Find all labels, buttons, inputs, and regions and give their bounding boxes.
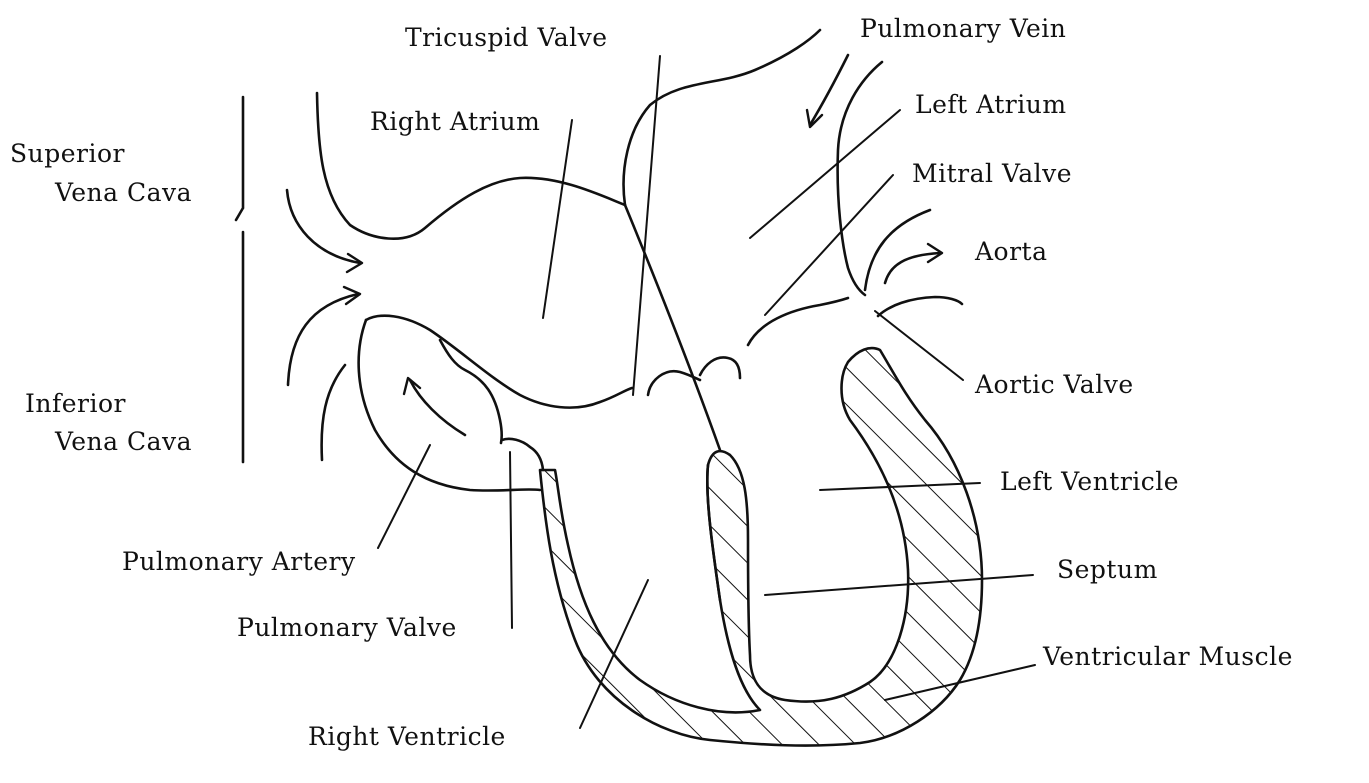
left-atrium-wall [838,62,882,295]
pulmonary-vein-arrow [810,55,848,125]
leader-mitral [765,175,893,315]
aorta-wall [865,210,930,290]
label-inferior-line2: Vena Cava [54,427,192,456]
tricuspid-wall [624,30,820,205]
inferior-inflow-arrow [288,294,358,385]
label-ventricular-muscle: Ventricular Muscle [1042,642,1293,671]
leader-right-atrium [543,120,572,318]
label-superior-line2: Vena Cava [54,178,192,207]
label-pulmonary-vein: Pulmonary Vein [860,14,1066,43]
label-tricuspid-valve: Tricuspid Valve [405,23,608,52]
label-right-ventricle: Right Ventricle [308,722,506,751]
label-pulmonary-valve: Pulmonary Valve [237,613,457,642]
vena-cava-bracket [236,97,243,462]
superior-inflow-arrow [287,190,360,263]
leader-pulmonary-artery [378,445,430,548]
inferior-inflow-arrow-2 [322,365,345,460]
pulmonary-valve-leaflets [502,439,543,470]
label-right-atrium: Right Atrium [370,107,540,136]
label-septum: Septum [1057,555,1158,584]
leader-pulmonary-valve [510,452,512,628]
right-ventricle-muscle [540,348,982,745]
label-aortic-valve: Aortic Valve [974,370,1134,399]
leader-tricuspid [633,56,660,395]
label-inferior-line1: Inferior [25,389,126,418]
leader-septum [765,575,1033,595]
label-aorta: Aorta [974,237,1048,266]
leader-left-atrium [750,110,900,238]
aorta-wall-lower [878,297,962,316]
valve-cusps [648,298,848,395]
pulmonary-artery-wall [359,320,540,491]
label-left-ventricle: Left Ventricle [1000,467,1179,496]
label-left-atrium: Left Atrium [915,90,1067,119]
label-mitral-valve: Mitral Valve [912,159,1072,188]
inferior-vena-cava-wall [366,316,632,408]
label-pulmonary-artery: Pulmonary Artery [122,547,356,576]
label-superior-line1: Superior [10,139,125,168]
pulmonary-artery-inner [440,340,502,443]
aorta-outflow-arrow [885,253,940,283]
pulmonary-outflow-arrow [410,380,465,435]
